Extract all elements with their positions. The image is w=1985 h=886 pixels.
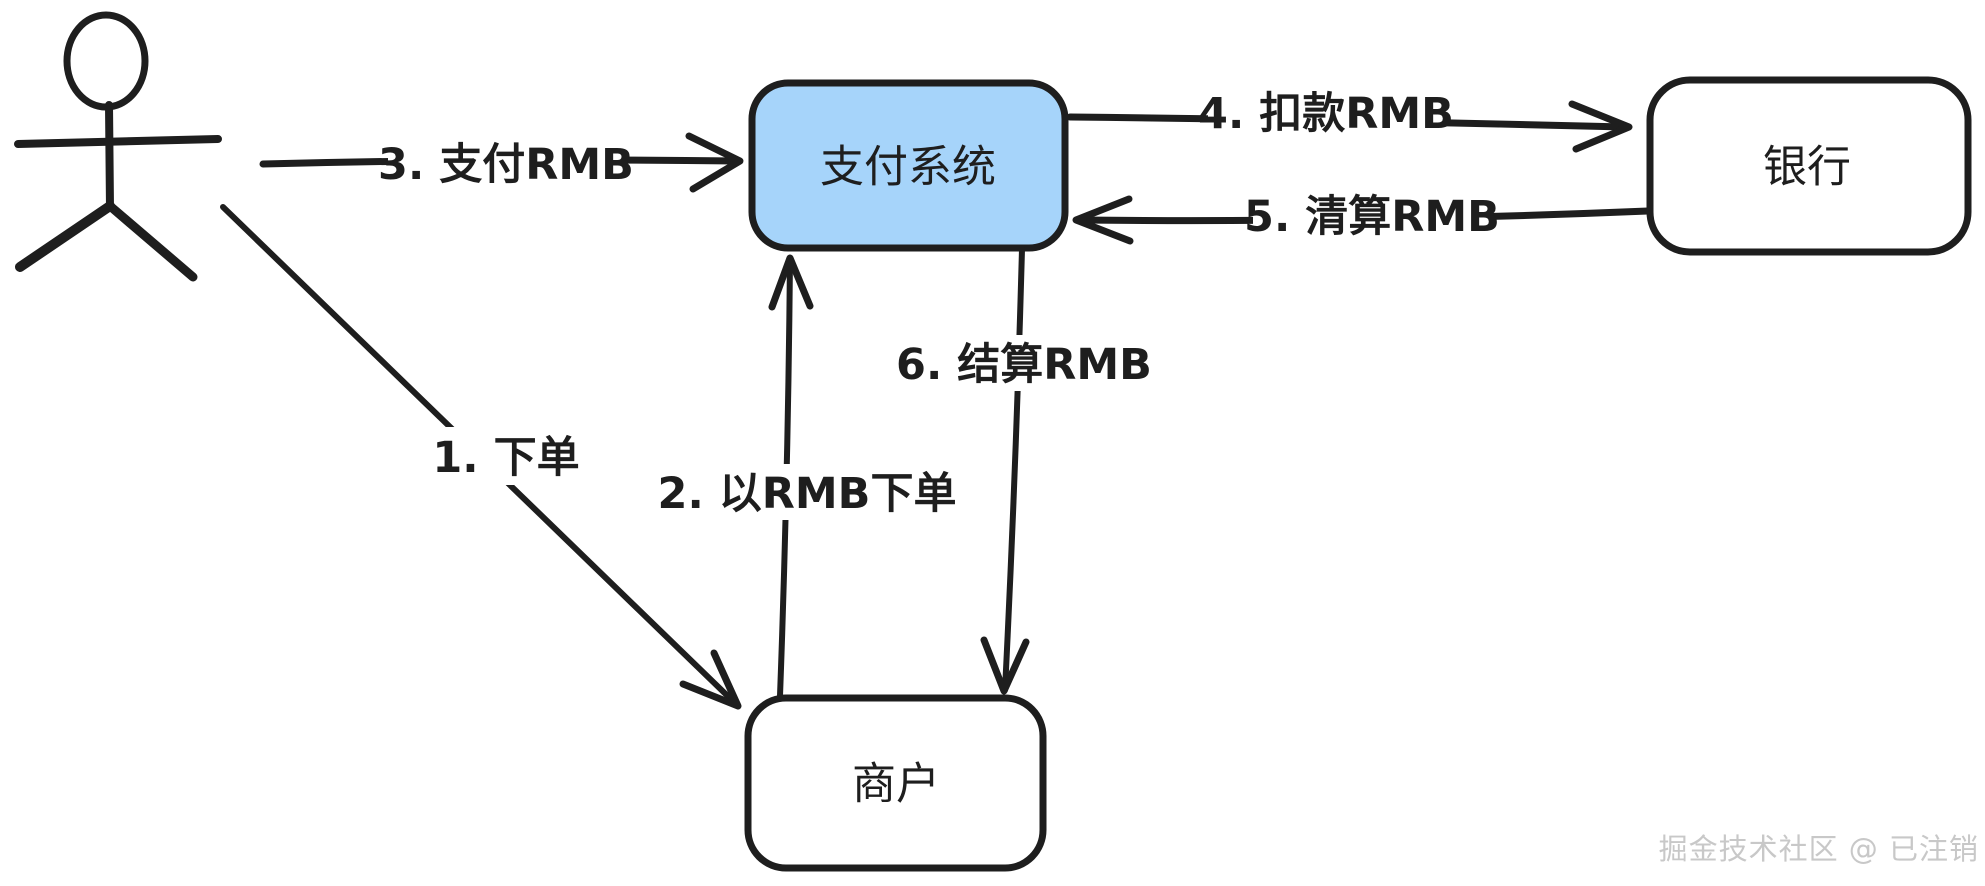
edge-6-label-background bbox=[901, 335, 1147, 391]
edge-2-label: 2. 以RMB下单 bbox=[658, 469, 957, 519]
merchant-label: 商户 bbox=[852, 758, 940, 809]
user-actor-figure bbox=[14, 11, 222, 282]
edge-4-label: 4. 扣款RMB bbox=[1198, 89, 1454, 139]
edge-1-arrowhead bbox=[679, 649, 742, 710]
bank-box bbox=[1646, 76, 1972, 256]
bank-label: 银行 bbox=[1763, 141, 1851, 192]
diagram-ink-layer: 支付系统 银行 商户 1. 下单 bbox=[14, 11, 1972, 872]
actor-leg-right bbox=[105, 201, 198, 282]
edge-3-label: 3. 支付RMB bbox=[378, 140, 634, 190]
merchant-box bbox=[744, 694, 1047, 872]
edge-3-arrowhead bbox=[685, 132, 744, 193]
edge-4-label-background bbox=[1208, 84, 1444, 140]
actor-leg-left bbox=[15, 201, 115, 272]
watermark-text: 掘金技术社区 @ 已注销 bbox=[1658, 832, 1979, 866]
node-payment-system: 支付系统 bbox=[748, 79, 1069, 252]
edge-1-label: 1. 下单 bbox=[432, 433, 579, 483]
edge-5-clear-rmb: 5. 清算RMB bbox=[1072, 190, 1652, 245]
edge-2-label-background bbox=[650, 464, 964, 520]
edge-6-arrowhead bbox=[980, 636, 1030, 695]
edge-4-debit-rmb: 4. 扣款RMB bbox=[1066, 84, 1633, 153]
edge-2-arrowhead bbox=[768, 254, 814, 311]
edge-6-line bbox=[1002, 246, 1025, 693]
edge-1-label-background bbox=[424, 427, 588, 485]
actor-head bbox=[63, 11, 149, 111]
node-merchant: 商户 bbox=[744, 694, 1047, 872]
node-bank: 银行 bbox=[1646, 76, 1972, 256]
actor-arms bbox=[14, 135, 222, 148]
edge-6-settle-rmb: 6. 结算RMB bbox=[896, 246, 1152, 695]
edge-4-arrowhead bbox=[1568, 100, 1633, 153]
edge-5-label: 5. 清算RMB bbox=[1244, 192, 1500, 242]
edge-5-label-background bbox=[1253, 190, 1491, 242]
actor-body bbox=[105, 101, 114, 212]
edge-2-order-with-rmb: 2. 以RMB下单 bbox=[650, 254, 964, 699]
edge-5-arrowhead bbox=[1072, 195, 1134, 245]
edge-3-label-background bbox=[388, 138, 624, 190]
edge-3-pay-rmb: 3. 支付RMB bbox=[259, 132, 744, 193]
edge-1-place-order: 1. 下单 bbox=[220, 204, 742, 710]
edge-6-label: 6. 结算RMB bbox=[896, 340, 1152, 390]
payment-system-box bbox=[748, 79, 1069, 252]
payment-system-label: 支付系统 bbox=[820, 141, 996, 192]
